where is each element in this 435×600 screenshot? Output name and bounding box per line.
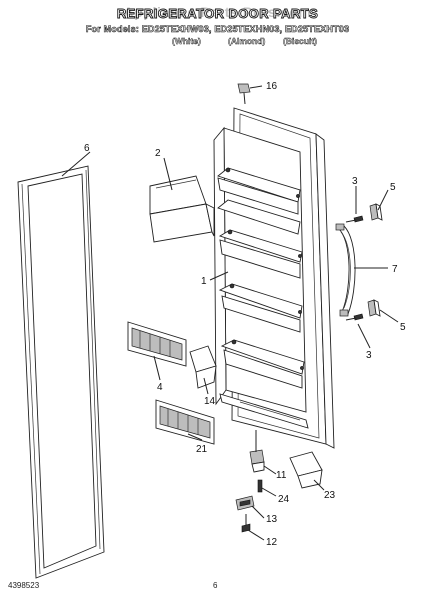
callout-1: 1 bbox=[201, 276, 207, 287]
trim-cap-upper bbox=[369, 203, 383, 221]
callout-11: 11 bbox=[276, 470, 287, 481]
hinge-screw bbox=[241, 514, 251, 533]
callout-23: 23 bbox=[324, 490, 336, 501]
handle-screw-lower bbox=[345, 313, 364, 321]
finish-white: (White) bbox=[172, 36, 201, 47]
page-number: 6 bbox=[213, 581, 218, 590]
hinge-pin bbox=[257, 479, 263, 493]
hinge-cap bbox=[237, 83, 251, 105]
door-handle bbox=[335, 223, 356, 317]
page-title: REFRIGERATOR DOOR PARTS bbox=[116, 6, 319, 22]
callout-13: 13 bbox=[266, 514, 278, 525]
bottom-hinge bbox=[249, 430, 265, 473]
handle-screw-upper bbox=[345, 215, 364, 223]
trim-cap-lower bbox=[367, 299, 381, 317]
document-number: 4398523 bbox=[8, 581, 40, 590]
finish-biscuit: (Biscuit) bbox=[283, 36, 318, 47]
callout-5-lower: 5 bbox=[400, 322, 406, 333]
callout-6: 6 bbox=[84, 143, 90, 154]
door-assembly bbox=[213, 107, 335, 449]
callout-24: 24 bbox=[278, 494, 290, 505]
callout-3-lower: 3 bbox=[366, 350, 372, 361]
bin-trim-upper bbox=[127, 321, 187, 367]
bin-trim-lower bbox=[155, 399, 215, 445]
watermark: Appliance Parts Pros.com bbox=[123, 4, 312, 20]
callout-21: 21 bbox=[196, 444, 208, 455]
finish-almond: (Almond) bbox=[228, 36, 266, 47]
door-gasket bbox=[17, 165, 105, 579]
hinge-bracket bbox=[235, 495, 255, 511]
callout-7: 7 bbox=[392, 264, 398, 275]
callout-4: 4 bbox=[157, 382, 163, 393]
callout-14: 14 bbox=[204, 396, 216, 407]
bin-end bbox=[189, 345, 217, 389]
callout-3-upper: 3 bbox=[352, 176, 358, 187]
leader-lines bbox=[61, 85, 399, 541]
model-list: For Models: ED25TEXHW03, ED25TEXHN03, ED… bbox=[85, 24, 350, 35]
callout-5-upper: 5 bbox=[390, 182, 396, 193]
callout-12: 12 bbox=[266, 537, 278, 548]
hinge-cover bbox=[289, 451, 323, 489]
dairy-door bbox=[149, 175, 215, 243]
callout-16: 16 bbox=[266, 81, 278, 92]
callout-2: 2 bbox=[155, 148, 161, 159]
